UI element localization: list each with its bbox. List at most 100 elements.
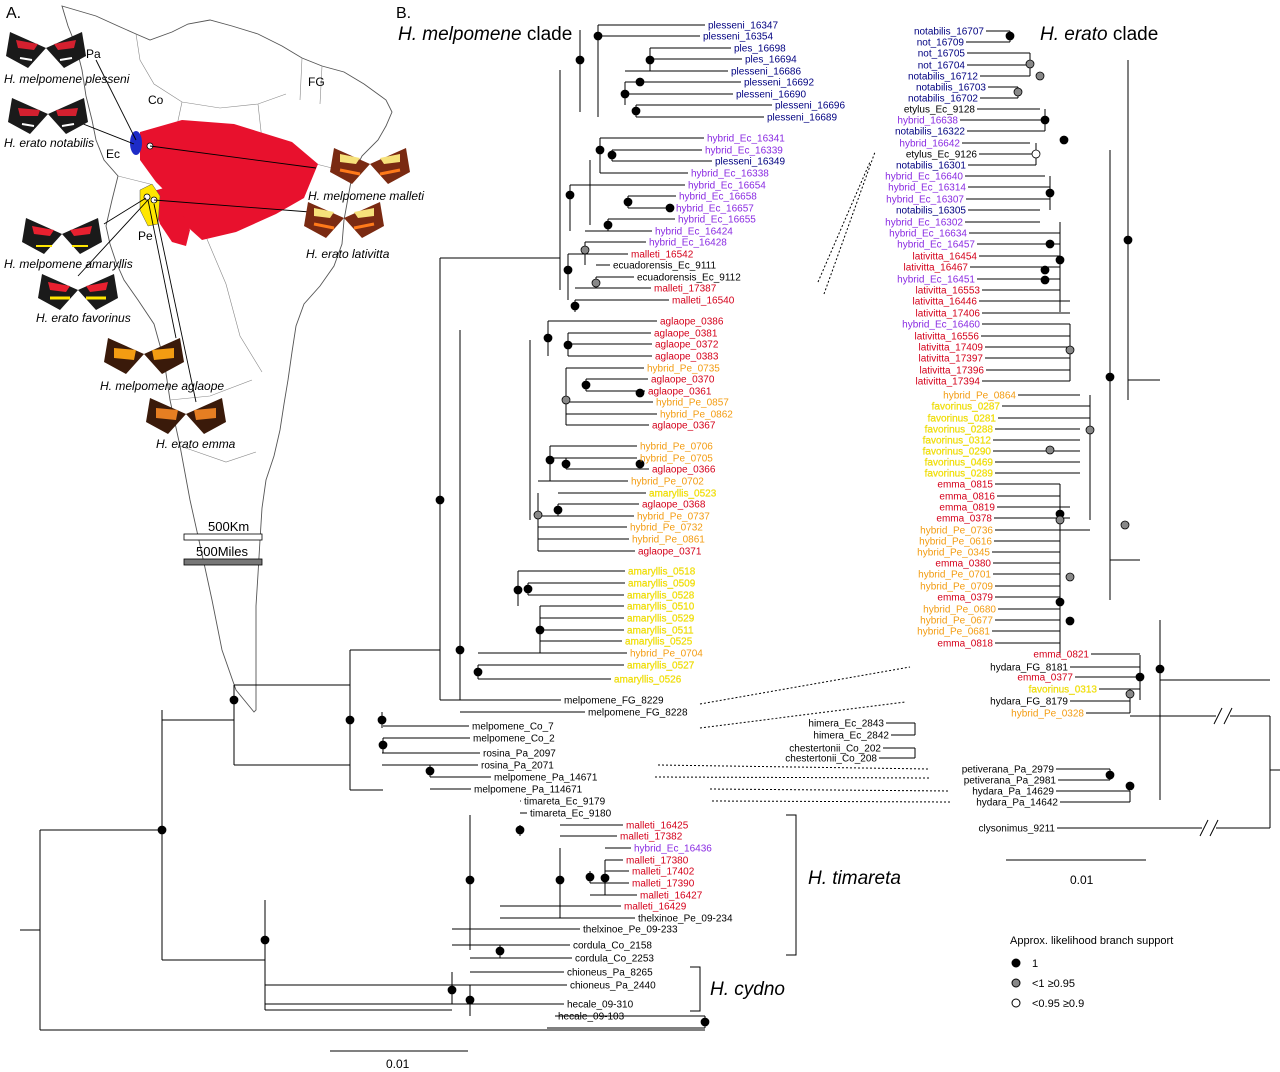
- tip-label: aglaope_0383: [655, 352, 719, 363]
- tip-label: lativitta_16467: [904, 263, 969, 274]
- tip-label: melpomene_Pa_14671: [494, 773, 598, 784]
- tip-label: hybrid_Pe_0704: [630, 649, 703, 660]
- tip-label: hybrid_Ec_16655: [678, 215, 756, 226]
- support-node: [1040, 115, 1050, 125]
- erato-clade-label: H. erato clade: [1040, 24, 1158, 45]
- legend-dot-white: [1011, 998, 1021, 1008]
- tip-label: hybrid_Ec_16341: [707, 134, 785, 145]
- tip-label: hybrid_Ec_16339: [705, 146, 783, 157]
- support-node: [1135, 672, 1145, 682]
- tip-label: hybrid_Ec_16634: [889, 229, 967, 240]
- tip-label: himera_Ec_2842: [813, 731, 889, 742]
- panel-label-a: A.: [6, 5, 21, 22]
- tip-label: amaryllis_0528: [627, 591, 695, 602]
- support-node: [553, 505, 563, 515]
- tip-label: emma_0379: [937, 593, 993, 604]
- tip-label: hybrid_Ec_16657: [676, 204, 754, 215]
- tip-label: rosina_Pa_2097: [483, 749, 556, 760]
- support-node: [555, 875, 565, 885]
- erato-tip-labels: notabilis_16707not_16709not_16705not_167…: [785, 27, 1097, 835]
- support-node: [345, 715, 355, 725]
- tip-label: favorinus_0287: [932, 402, 1001, 413]
- tip-label: hecale_09-310: [567, 1000, 634, 1011]
- tip-label: lativitta_17394: [916, 377, 981, 388]
- tip-label: malleti_17380: [626, 856, 689, 867]
- range-blue: [130, 131, 142, 155]
- tip-label: hecale_09-103: [558, 1012, 625, 1023]
- tip-label: aglaope_0367: [652, 421, 716, 432]
- tip-label: plesseni_16347: [708, 21, 778, 32]
- tip-label: hybrid_16642: [899, 139, 960, 150]
- tip-label: amaryllis_0529: [627, 614, 695, 625]
- tip-label: chioneus_Pa_8265: [567, 968, 653, 979]
- map-label: H. erato lativitta: [306, 247, 390, 261]
- support-node: [1013, 87, 1023, 97]
- support-node: [1059, 135, 1069, 145]
- support-node: [665, 203, 675, 213]
- map-label: H. melpomene malleti: [308, 189, 424, 203]
- tip-label: hybrid_Pe_0736: [920, 526, 993, 537]
- tip-label: hybrid_Pe_0328: [1011, 709, 1084, 720]
- support-node: [575, 55, 585, 65]
- tip-label: hybrid_Pe_0702: [631, 477, 704, 488]
- tip-label: notabilis_16707: [914, 27, 984, 38]
- legend-label: <0.95 ≥0.9: [1032, 998, 1084, 1010]
- tip-label: hybrid_Ec_16436: [634, 844, 712, 855]
- tip-label: hybrid_Ec_16460: [902, 320, 980, 331]
- support-node: [1120, 520, 1130, 530]
- support-node: [1055, 515, 1065, 525]
- tip-label: hybrid_Pe_0735: [647, 364, 720, 375]
- tip-label: aglaope_0372: [655, 340, 719, 351]
- butterfly-icon: [330, 148, 410, 184]
- panel-label-b: B.: [396, 5, 411, 22]
- tip-label: chestertonii_Co_202: [789, 744, 881, 755]
- support-node: [1065, 572, 1075, 582]
- support-node: [1035, 71, 1045, 81]
- tip-label: favorinus_0288: [925, 425, 994, 436]
- map-pointer-lines: [67, 59, 317, 403]
- tip-label: cordula_Co_2158: [573, 941, 652, 952]
- tip-label: clysonimus_9211: [978, 824, 1055, 835]
- tip-label: notabilis_16712: [908, 72, 978, 83]
- support-node: [607, 150, 617, 160]
- tip-label: timareta_Ec_9179: [524, 797, 606, 808]
- tip-label: chestertonii_Co_208: [785, 754, 877, 765]
- tip-label: petiverana_Pa_2979: [962, 765, 1055, 776]
- support-node: [563, 340, 573, 350]
- support-node: [495, 946, 505, 956]
- tip-label: rosina_Pa_2071: [481, 761, 554, 772]
- map-label: H. melpomene amaryllis: [4, 257, 133, 271]
- tip-label: hybrid_Pe_0864: [943, 391, 1016, 402]
- south-america-outline: [61, 5, 393, 713]
- tip-label: lativitta_16454: [913, 252, 978, 263]
- tip-label: himera_Ec_2843: [808, 719, 884, 730]
- support-node: [543, 333, 553, 343]
- legend-label: 1: [1032, 958, 1038, 970]
- tip-label: hybrid_Pe_0709: [920, 582, 993, 593]
- map-label: H. erato notabilis: [4, 136, 94, 150]
- tip-label: aglaope_0368: [642, 500, 706, 511]
- tip-label: aglaope_0370: [651, 375, 715, 386]
- support-node: [603, 220, 613, 230]
- tip-label: emma_0818: [937, 639, 993, 650]
- tip-label: notabilis_16322: [895, 127, 965, 138]
- region-label-co: Co: [148, 93, 164, 107]
- support-legend: Approx. likelihood branch support 1 <1 ≥…: [1010, 935, 1173, 1010]
- tip-label: malleti_17382: [620, 832, 683, 843]
- tip-label: cordula_Co_2253: [575, 954, 654, 965]
- support-node: [645, 55, 655, 65]
- tip-label: plesseni_16696: [775, 101, 845, 112]
- map-label: H. melpomene plesseni: [4, 72, 130, 86]
- tip-label: malleti_16427: [640, 891, 703, 902]
- tip-label: hybrid_Ec_16314: [888, 183, 966, 194]
- tip-label: favorinus_0313: [1029, 685, 1098, 696]
- tip-label: etylus_Ec_9128: [904, 105, 976, 116]
- tip-label: lativitta_16553: [916, 286, 981, 297]
- tip-label: hybrid_Ec_16428: [649, 238, 727, 249]
- butterfly-icon: [38, 274, 118, 310]
- support-node: [515, 825, 525, 835]
- map-scale-km-label: 500Km: [208, 519, 249, 534]
- map-label: H. melpomene aglaope: [100, 379, 224, 393]
- region-label-fg: FG: [308, 75, 325, 89]
- timareta-bracket: [786, 814, 797, 956]
